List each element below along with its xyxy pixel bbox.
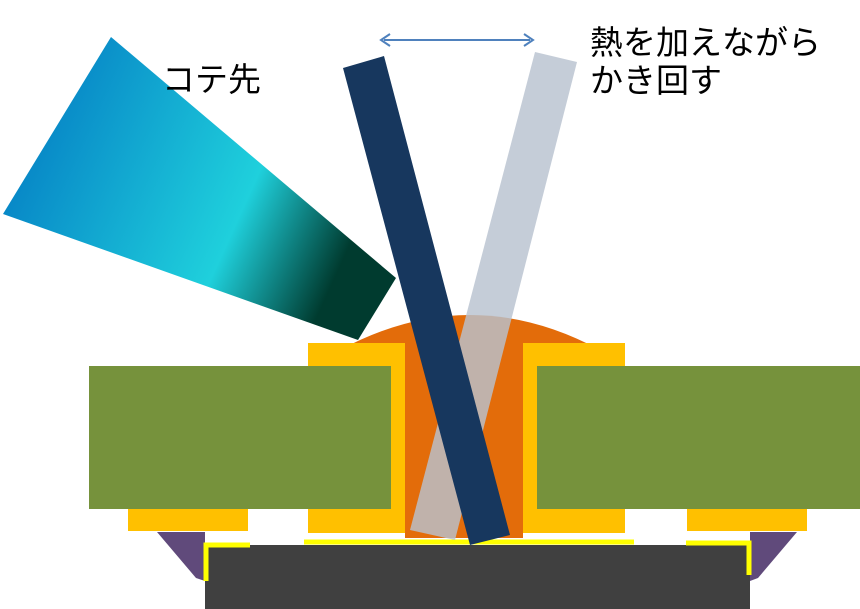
fillet-right (750, 532, 797, 581)
bottom-pad-right-outer (687, 509, 807, 531)
lead-left (203, 542, 250, 581)
action-label-line2: かき回す (590, 61, 722, 100)
arrowhead-right-icon (523, 33, 535, 47)
tip-label: コテ先 (162, 60, 261, 99)
fillet-left (157, 532, 205, 581)
action-label-line1: 熱を加えながら (590, 23, 821, 62)
pcb-right (537, 366, 860, 509)
bottom-pad-left-outer (128, 509, 248, 531)
stir-tool (343, 56, 510, 545)
pcb-left (89, 366, 391, 509)
lead-right (686, 540, 752, 575)
component-body (205, 545, 750, 609)
soldering-iron-tip (3, 37, 396, 340)
arrowhead-left-icon (379, 33, 391, 47)
